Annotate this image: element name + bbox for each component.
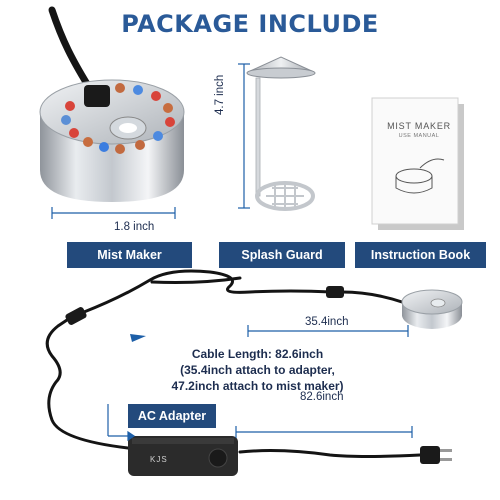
cable-length-note: Cable Length: 82.6inch (35.4inch attach … — [150, 346, 365, 394]
book-subtitle: USE MANUAL — [398, 133, 440, 139]
cable-dimension-line-2 — [235, 426, 413, 438]
splash-guard-dimension-line — [238, 63, 250, 209]
small-mist-maker-image — [401, 289, 463, 329]
mist-maker-dimension-line — [51, 207, 176, 219]
page-title: PACKAGE INCLUDE — [121, 10, 379, 38]
ac-adapter-image — [128, 436, 238, 476]
cable-length-mist-maker: 35.4inch — [305, 316, 349, 328]
cable-summary-line-1: Cable Length: 82.6inch — [191, 347, 324, 361]
splash-guard-image — [246, 56, 316, 211]
cable-connector — [65, 307, 87, 325]
instruction-book-image — [371, 97, 464, 230]
mist-maker-dimension: 1.8 inch — [114, 221, 155, 233]
power-plug-image — [420, 446, 452, 464]
cable-summary-line-3: 47.2inch attach to mist maker) — [171, 379, 344, 393]
ac-adapter-label: AC Adapter — [128, 404, 216, 428]
cable-summary-line-2: (35.4inch attach to adapter, — [180, 363, 335, 377]
splash-guard-dimension: 4.7 inch — [214, 74, 226, 115]
callout-arrow — [107, 404, 136, 442]
cable-connector — [326, 286, 344, 298]
mist-maker-image — [39, 6, 185, 202]
mist-maker-label: Mist Maker — [67, 242, 192, 268]
adapter-brand-mark: KJS — [150, 455, 168, 464]
cable-length-plug: 82.6inch — [300, 391, 344, 403]
cable-callout-arrow — [130, 334, 146, 342]
instruction-book-label: Instruction Book — [355, 242, 486, 268]
book-title: MIST MAKER — [387, 121, 451, 131]
cable-dimension-line-1 — [247, 325, 409, 337]
splash-guard-label: Splash Guard — [219, 242, 345, 268]
power-cable — [45, 269, 422, 458]
